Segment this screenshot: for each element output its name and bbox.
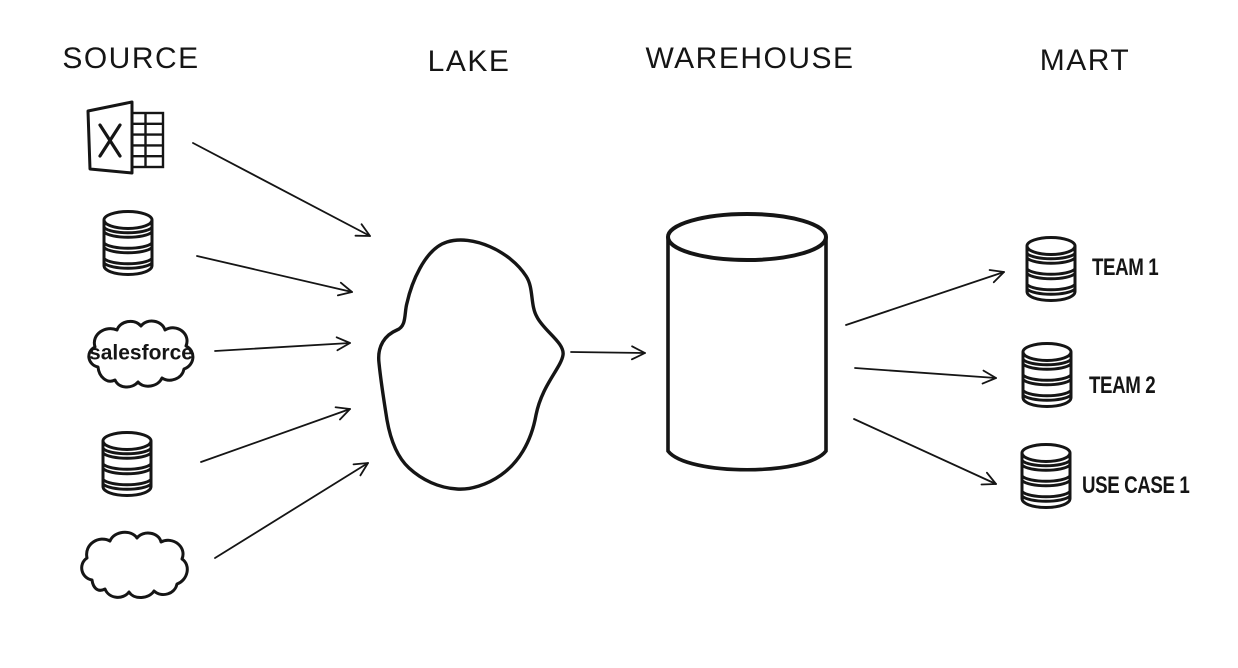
lake-blob-shape [377,238,565,491]
mart-use-case-1-database-icon [1020,443,1072,509]
arrow-salesforce-to-lake [214,336,351,352]
connector-arrows [192,142,1005,559]
column-header-lake: LAKE [427,45,511,78]
cloud-icon [80,530,189,599]
source-database-2-icon [101,431,153,497]
source-database-1-icon [102,210,154,276]
mart-label-team-1: TEAM 1 [1092,254,1159,281]
excel-x-letter [98,123,122,158]
salesforce-logo-text: salesforce [89,341,193,365]
arrow-excel-to-lake [192,142,371,237]
arrow-warehouse-to-team1 [845,269,1005,326]
mart-label-team-2: TEAM 2 [1089,372,1156,399]
mart-team-1-database-icon [1025,236,1077,302]
salesforce-cloud-icon [87,319,195,389]
arrow-warehouse-to-team2 [854,367,997,385]
mart-team-2-database-icon [1021,342,1073,408]
arrow-database1-to-lake [196,255,353,297]
warehouse-cylinder-shape [666,212,828,472]
column-header-mart: MART [1039,44,1131,77]
column-header-source: SOURCE [62,42,200,75]
arrow-database2-to-lake [200,406,351,463]
mart-label-use-case-1: USE CASE 1 [1082,472,1190,499]
arrow-lake-to-warehouse [570,345,646,361]
column-header-warehouse: WAREHOUSE [645,42,855,75]
arrow-warehouse-to-usecase1 [853,418,997,486]
excel-grid [126,111,165,169]
excel-file-icon [86,100,165,175]
arrow-cloud-to-lake [214,462,369,559]
